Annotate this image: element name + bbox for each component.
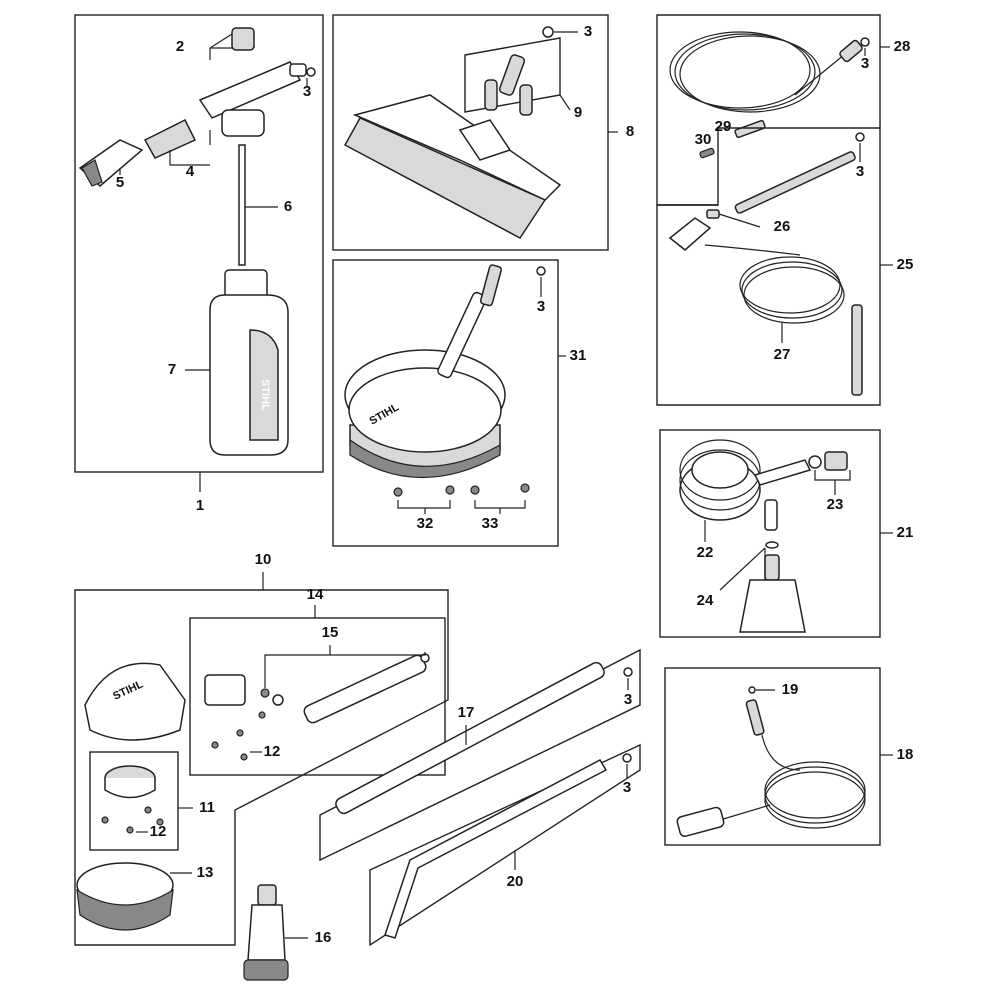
group-31-frame	[332, 259, 559, 547]
callout-3[interactable]: 3	[856, 163, 864, 180]
group-10-frame	[74, 589, 449, 946]
group-1-foam-nozzle: 1 2 3 4 5 6 STIHL 7	[74, 14, 324, 514]
brush-head	[343, 94, 562, 239]
callout-2[interactable]: 2	[176, 38, 184, 55]
nipple-30	[699, 147, 715, 159]
callout-3[interactable]: 3	[623, 779, 631, 796]
nozzle-insert-4	[143, 118, 197, 159]
nozzle-tip-5	[78, 139, 144, 187]
callout-13[interactable]: 13	[197, 864, 214, 881]
gear-unit-11	[101, 765, 164, 834]
group-18-drain-cleaning-hose: 18 19	[664, 667, 914, 846]
callout-8[interactable]: 8	[626, 123, 634, 140]
lance-adapter	[734, 151, 856, 214]
pipe-hose-27	[704, 244, 863, 396]
callout-17[interactable]: 17	[458, 704, 475, 721]
callout-3[interactable]: 3	[537, 298, 545, 315]
callout-27[interactable]: 27	[774, 346, 791, 363]
callout-9[interactable]: 9	[574, 104, 582, 121]
callout-6[interactable]: 6	[284, 198, 292, 215]
callout-10[interactable]: 10	[255, 551, 272, 568]
group-25-frame	[656, 127, 881, 406]
screws-32-33	[393, 483, 530, 497]
group-10-rotary-brush: 10 STIHL 14 15 12 11 12 13 16	[74, 551, 449, 981]
callout-4[interactable]: 4	[186, 163, 195, 180]
callout-12[interactable]: 12	[264, 743, 281, 760]
callout-28[interactable]: 28	[894, 38, 911, 55]
callout-33[interactable]: 33	[482, 515, 499, 532]
callout-22[interactable]: 22	[697, 544, 714, 561]
group-25-pipe-cleaning-hose: 25 3 26 27	[656, 127, 914, 406]
callout-3[interactable]: 3	[584, 23, 592, 40]
callout-23[interactable]: 23	[827, 496, 844, 513]
group-21-water-suction-kit: 21 22 23 24	[659, 429, 914, 638]
callout-11[interactable]: 11	[199, 799, 215, 816]
callout-30[interactable]: 30	[695, 131, 712, 148]
group-14-frame	[189, 617, 446, 776]
callout-31[interactable]: 31	[570, 347, 587, 364]
group-17-lance-extension: 3 17	[319, 648, 641, 862]
callout-21[interactable]: 21	[897, 524, 914, 541]
adapter-16	[243, 884, 289, 981]
connector-29	[734, 119, 766, 139]
drain-hose	[676, 699, 866, 837]
group-18-frame	[664, 667, 881, 846]
surface-cleaner-disc: STIHL	[344, 264, 506, 478]
callout-32[interactable]: 32	[417, 515, 434, 532]
foam-bottle-7: STIHL	[209, 269, 289, 456]
callout-3[interactable]: 3	[303, 83, 311, 100]
callout-25[interactable]: 25	[897, 256, 914, 273]
callout-26[interactable]: 26	[774, 218, 791, 235]
suction-tube-6	[238, 144, 246, 266]
rotary-brush-13	[76, 862, 174, 931]
group-28-frame	[656, 14, 881, 206]
coiled-hose	[669, 31, 863, 113]
foam-nozzle-head	[198, 27, 316, 137]
callout-24[interactable]: 24	[697, 592, 714, 609]
callout-3[interactable]: 3	[624, 691, 632, 708]
callout-19[interactable]: 19	[782, 681, 799, 698]
callout-18[interactable]: 18	[897, 746, 914, 763]
handle-14	[204, 653, 430, 724]
stihl-logo: STIHL	[259, 379, 271, 411]
callout-7[interactable]: 7	[168, 361, 176, 378]
callout-12[interactable]: 12	[150, 823, 167, 840]
connector-23	[824, 451, 848, 471]
group-11-frame	[89, 751, 179, 851]
group-31-surface-cleaner: 31 STIHL 3 32 33	[332, 259, 587, 547]
callout-1[interactable]: 1	[196, 497, 204, 514]
group-1-frame	[74, 14, 324, 473]
group-20-angled-lance: 3 20	[369, 743, 641, 947]
brush-cover: STIHL	[84, 662, 186, 741]
callout-5[interactable]: 5	[116, 174, 124, 191]
suction-hose-22	[679, 439, 812, 531]
nozzle-head	[668, 217, 712, 251]
callout-16[interactable]: 16	[315, 929, 332, 946]
callout-3[interactable]: 3	[861, 55, 869, 72]
callout-14[interactable]: 14	[307, 586, 324, 603]
screws-12	[211, 711, 266, 761]
callout-29[interactable]: 29	[715, 118, 732, 135]
callout-20[interactable]: 20	[507, 873, 524, 890]
group-8-wash-brush: 8 3 9	[332, 14, 634, 251]
filter-24	[739, 541, 806, 633]
callout-15[interactable]: 15	[322, 624, 339, 641]
group-28-extension-hose: 28 3 29 30	[656, 14, 911, 206]
